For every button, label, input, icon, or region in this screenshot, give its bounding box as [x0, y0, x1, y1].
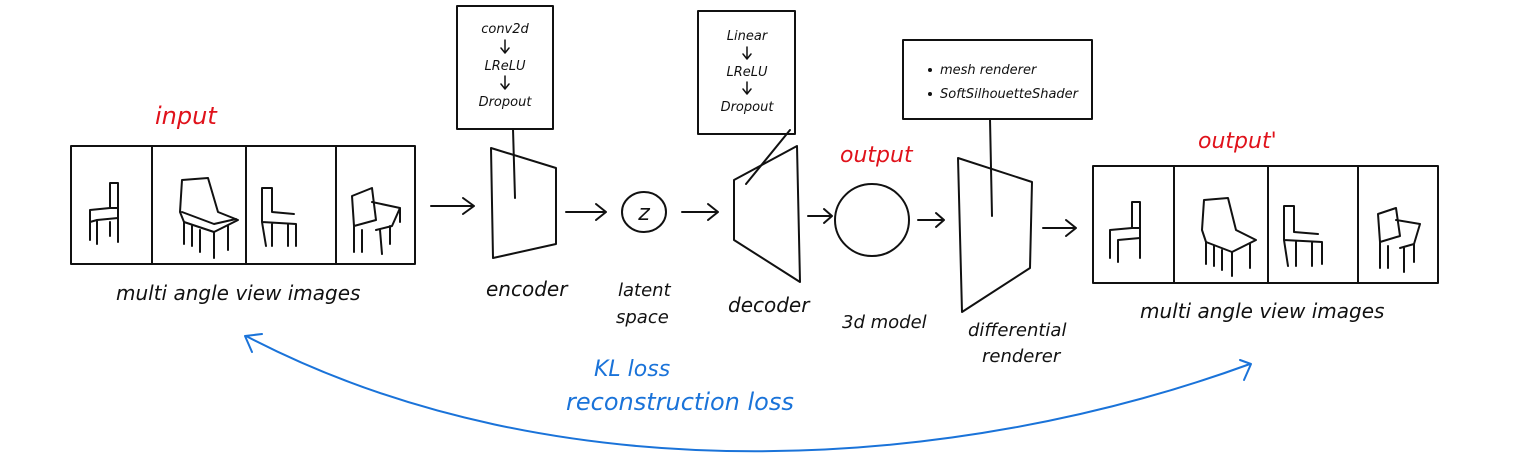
model-label: 3d model [842, 312, 927, 333]
output-chair-view-3-icon [1283, 205, 1323, 267]
output-chair-view-2-icon [1201, 197, 1257, 277]
loss-arrow [244, 333, 1252, 453]
decoder-label: decoder [728, 293, 811, 317]
encoder-layer-1: conv2d [481, 22, 529, 37]
renderer-label-line1: differential [968, 320, 1066, 341]
latent-label-line2: space [616, 307, 669, 328]
loss-line-2: reconstruction loss [566, 388, 794, 416]
output-chair-view-4-icon [1377, 207, 1421, 273]
renderer-label-line2: renderer [982, 346, 1062, 367]
latent-label-line1: latent [618, 280, 672, 301]
output-image-strip [1092, 165, 1439, 284]
decoder-layer-2: LReLU [726, 65, 768, 80]
decoder-trapezoid [733, 129, 801, 283]
encoder-label: encoder [486, 277, 569, 301]
encoder-layers-box: conv2d LReLU Dropout [456, 5, 554, 130]
decoder-layer-3: Dropout [721, 100, 775, 115]
loss-line-1: KL loss [594, 357, 670, 382]
input-caption: multi angle view images [116, 281, 360, 305]
output-label: output [840, 143, 914, 168]
renderer-trapezoid [957, 118, 1033, 313]
chair-view-3-icon [261, 187, 297, 247]
output-chair-view-1-icon [1109, 201, 1141, 263]
input-label: input [155, 102, 218, 130]
decoder-layers-box: Linear LReLU Dropout [697, 10, 796, 135]
arrow-model-to-renderer [917, 212, 945, 228]
arrow-decoder-to-output [807, 208, 833, 224]
renderer-item-1: mesh renderer [940, 63, 1038, 78]
latent-node: z [621, 191, 667, 233]
arrow-latent-to-decoder [681, 203, 719, 221]
decoder-layer-1: Linear [727, 29, 769, 44]
chair-view-2-icon [179, 177, 239, 259]
model-node [834, 183, 910, 257]
arrow-encoder-to-latent [565, 203, 607, 221]
latent-symbol: z [637, 201, 650, 226]
output-caption: multi angle view images [1140, 299, 1384, 323]
chair-view-1-icon [89, 182, 119, 245]
encoder-layer-2: LReLU [484, 59, 526, 74]
encoder-trapezoid [490, 128, 557, 259]
output2-label: output' [1198, 129, 1277, 154]
encoder-layer-3: Dropout [479, 95, 533, 110]
arrow-renderer-to-output [1042, 219, 1077, 237]
renderer-box: mesh renderer SoftSilhouetteShader [902, 39, 1093, 120]
arrow-input-to-encoder [430, 197, 475, 215]
renderer-item-2: SoftSilhouetteShader [940, 87, 1080, 102]
chair-view-4-icon [351, 187, 401, 255]
input-image-strip [70, 145, 416, 265]
